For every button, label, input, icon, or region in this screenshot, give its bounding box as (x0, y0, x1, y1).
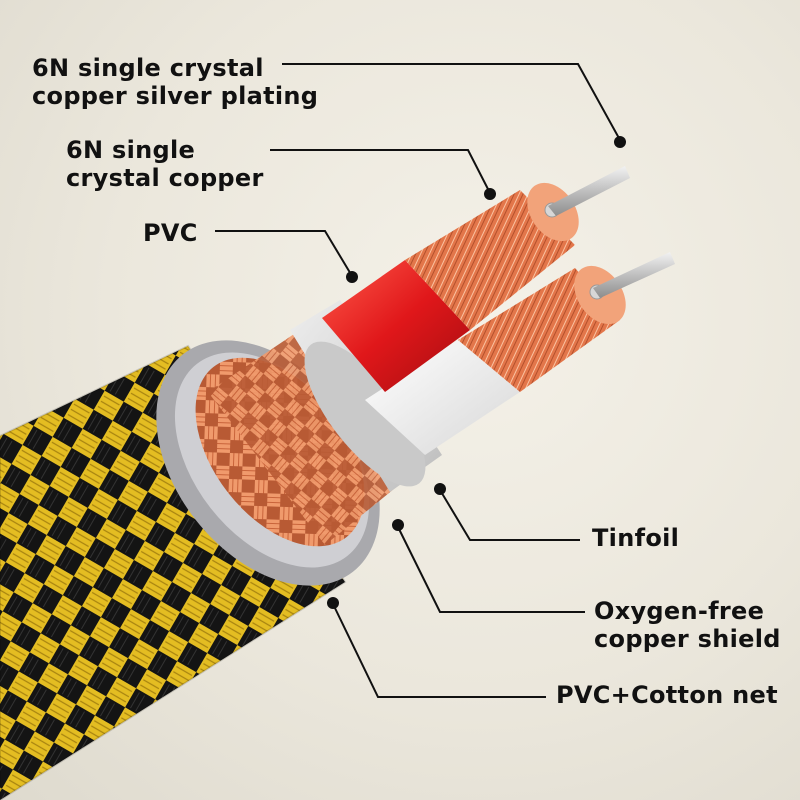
white-conductor (365, 252, 675, 455)
label-single-crystal-copper: 6N single crystal copper (66, 136, 264, 192)
leader-dots (327, 136, 626, 609)
leader-tinfoil (439, 489, 580, 541)
dot-shield (392, 519, 404, 531)
label-copper-shield-line-1: Oxygen-free (594, 597, 765, 625)
leader-shield (397, 526, 585, 613)
dot-tinfoil (434, 483, 446, 495)
label-single-crystal-copper-line-1: 6N single (66, 136, 196, 164)
leader-silver-plating (282, 63, 621, 141)
dot-single-crystal-copper (484, 188, 496, 200)
label-cotton-net-line-1: PVC+Cotton net (556, 681, 778, 709)
dot-cotton-net (327, 597, 339, 609)
label-tinfoil: Tinfoil (592, 524, 679, 552)
tinfoil-layer (290, 300, 442, 492)
label-pvc: PVC (143, 219, 198, 247)
label-copper-shield: Oxygen-free copper shield (594, 597, 781, 653)
label-tinfoil-line-1: Tinfoil (592, 524, 680, 552)
label-silver-plating: 6N single crystal copper silver plating (32, 54, 318, 110)
leader-single-crystal-copper (270, 149, 491, 194)
leader-pvc (215, 230, 353, 277)
label-single-crystal-copper-line-2: crystal copper (66, 164, 264, 192)
label-cotton-net: PVC+Cotton net (556, 681, 778, 709)
label-silver-plating-line-1: 6N single crystal (32, 54, 264, 82)
dot-silver-plating (614, 136, 626, 148)
label-copper-shield-line-2: copper shield (594, 625, 781, 653)
leader-cotton-net (332, 603, 546, 698)
leader-lines (215, 63, 621, 698)
label-silver-plating-line-2: copper silver plating (32, 82, 319, 110)
label-pvc-line-1: PVC (143, 219, 198, 247)
red-conductor (322, 166, 630, 392)
dot-pvc (346, 271, 358, 283)
